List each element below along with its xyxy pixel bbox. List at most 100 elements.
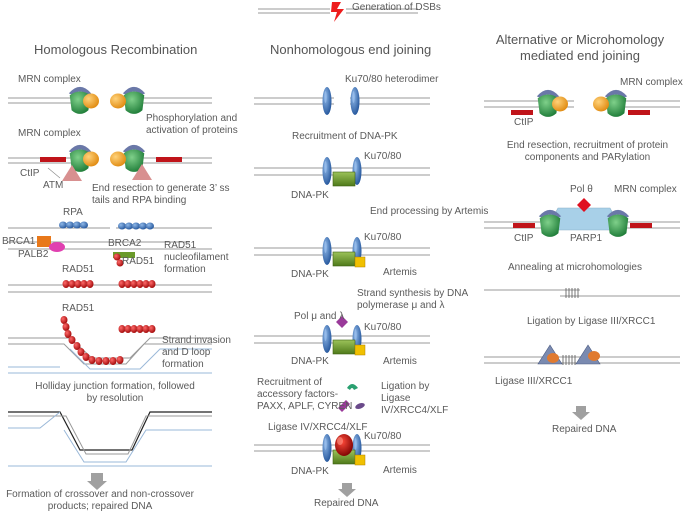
nhej-result-text: Repaired DNA [314,498,379,509]
polq-diamond [577,198,591,212]
nhej-dnapk-label-2: DNA-PK [291,269,329,280]
nhej-artemis-step-text: End processing by Artemis [370,206,489,217]
artemis-square [354,454,366,466]
nhej-down-arrow-icon [338,483,356,497]
rad51-invading-strand [60,316,156,365]
ctip-bar [513,223,535,228]
nhej-ku-step [254,87,430,115]
mmej-mrn-label-1: MRN complex [620,77,683,88]
hr-rad51-label-b: RAD51 [122,256,155,267]
hr-mrn-label-2: MRN complex [18,128,81,139]
mmej-lig3-label: Ligase III/XRCC1 [495,376,573,387]
hr-rad51-label-c: RAD51 [62,303,95,314]
ctip-bar [511,110,533,115]
hr-invasion-step [8,316,212,374]
nhej-dnapk-step [254,157,430,187]
mmej-annealing-text: Annealing at microhomologies [508,262,642,273]
xrcc1-blob [588,351,600,361]
nhej-ligation-text: Ligation by Ligase IV/XRCC4/XLF [381,381,449,416]
mmej-annealing-step [484,288,680,298]
brca2-bar [113,252,135,258]
nhej-artemis-label-2: Artemis [383,356,417,367]
mmej-ctip-label-1: CtIP [514,117,534,128]
nhej-accessory-text: Recruitment of accessory factors- PAXX, … [257,377,353,412]
ctip-bar [156,157,182,162]
hr-rad51-step [8,280,212,293]
mmej-polq-label: Pol θ [570,184,593,195]
rad51-filament [62,280,156,288]
dnapk-block [332,251,356,267]
nhej-ku-label-4: Ku70/80 [364,431,402,442]
hr-nucleofilament-text: RAD51 nucleofilament formation [164,240,229,275]
hr-title: Homologous Recombination [34,42,198,57]
mmej-down-arrow-icon [572,406,590,420]
nhej-dnapk-label-1: DNA-PK [291,190,329,201]
nhej-title: Nonhomologous end joining [270,42,432,57]
hr-rad51-label-a: RAD51 [62,264,95,275]
mmej-mrn-step [484,89,680,117]
nhej-ku-label-2: Ku70/80 [364,232,402,243]
nhej-dnapk-step-text: Recruitment of DNA-PK [292,131,398,142]
hr-brca2-label: BRCA2 [108,238,142,249]
hr-mrn-step [8,86,212,114]
mmej-parp1-label: PARP1 [570,233,603,244]
artemis-square [354,344,366,356]
hr-holliday-text: Holliday junction formation, followed by… [35,381,195,404]
hr-rpa-label: RPA [63,207,83,218]
dsb-generation-dna [258,8,418,14]
hr-ctip-label: CtIP [20,168,40,179]
mmej-ctip-label-2: CtIP [514,233,534,244]
nhej-ku-hetero-label: Ku70/80 heterodimer [345,74,439,85]
hr-phosphorylation-step [8,144,212,181]
ctip-bar [40,157,66,162]
nhej-artemis-step [254,237,430,268]
nhej-lig4-label: Ligase IV/XRCC4/XLF [268,422,368,433]
brca1-block [37,236,51,247]
hr-result-text: Formation of crossover and non-crossover… [6,489,194,512]
mmej-mrn-label-2: MRN complex [614,184,677,195]
mmej-resection-text: End resection, recruitment of protein co… [506,140,669,163]
hr-invasion-text: Strand invasion and D loop formation [162,335,231,370]
mmej-result-text: Repaired DNA [552,424,617,435]
atm-triangle [62,165,82,181]
hr-palb2-label: PALB2 [18,249,49,260]
hr-resection-step [8,221,212,267]
hr-phospho-text: Phosphorylation and activation of protei… [146,113,238,136]
nhej-pol-label: Pol μ and λ [294,311,345,322]
palb2-blob [49,242,65,252]
nhej-artemis-label-3: Artemis [383,465,417,476]
nhej-synthesis-text: Strand synthesis by DNA polymerase μ and… [357,288,468,311]
hr-down-arrow-icon [87,473,107,490]
nhej-dnapk-label-3: DNA-PK [291,356,329,367]
hr-atm-label: ATM [43,180,64,191]
lightning-bolt-icon [331,2,344,22]
nhej-artemis-label-1: Artemis [383,267,417,278]
hr-mrn-label: MRN complex [18,74,81,85]
mmej-ligation-step [484,344,680,365]
ctip-bar [628,110,650,115]
atm-triangle [132,164,152,180]
nhej-accessory-factors [338,384,365,412]
pol-diamond [336,316,348,328]
mmej-ligation-text: Ligation by Ligase III/XRCC1 [527,316,656,327]
nhej-ligation-step [254,434,430,466]
artemis-square [354,256,366,268]
ligase4-blob [335,434,353,456]
hr-holliday-step [8,411,212,467]
nhej-ku-label-1: Ku70/80 [364,151,402,162]
dsb-label: Generation of DSBs [352,2,441,13]
xrcc1-blob [547,353,559,363]
rpa-cluster [59,221,154,230]
nhej-dnapk-label-4: DNA-PK [291,466,329,477]
nhej-ku-label-3: Ku70/80 [364,322,402,333]
dnapk-block [332,171,356,187]
mmej-polq-step [484,198,680,237]
nhej-synthesis-step [254,316,430,356]
mmej-title: Alternative or Microhomology mediated en… [495,32,665,63]
dnapk-block [332,339,356,355]
ctip-bar [630,223,652,228]
hr-resection-text: End resection to generate 3’ ss tails an… [92,183,230,206]
hr-brca1-label: BRCA1 [2,236,36,247]
